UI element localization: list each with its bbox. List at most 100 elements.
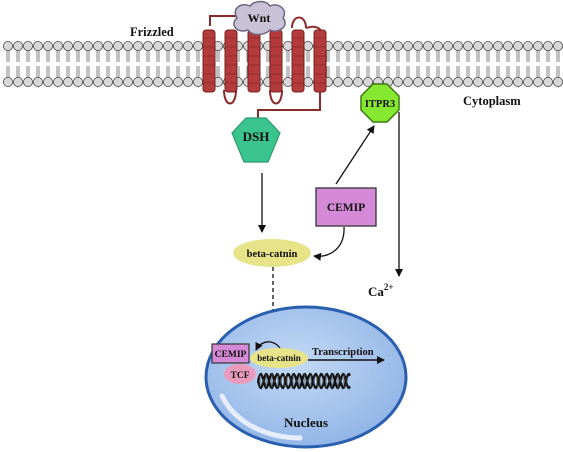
- nucleus-label: Nucleus: [284, 415, 328, 430]
- lipid-head: [362, 77, 373, 88]
- lipid-head: [452, 77, 463, 88]
- lipid-head: [462, 77, 473, 88]
- lipid-head: [302, 77, 313, 88]
- tcf-label: TCF: [231, 371, 250, 381]
- lipid-head: [83, 41, 94, 52]
- frizzled-intracellular-loop-1: [223, 89, 237, 105]
- lipid-head: [482, 77, 493, 88]
- lipid-head: [422, 41, 433, 52]
- lipid-head: [332, 77, 343, 88]
- lipid-head: [422, 77, 433, 88]
- lipid-head: [402, 41, 413, 52]
- arrow-cemip-to-itpr3: [335, 125, 375, 185]
- lipid-head: [103, 41, 114, 52]
- itpr3-label: ITPR3: [365, 99, 395, 110]
- lipid-head: [83, 77, 94, 88]
- lipid-head: [53, 41, 64, 52]
- lipid-head: [33, 41, 44, 52]
- cytoplasm-label: Cytoplasm: [463, 94, 521, 108]
- lipid-head: [472, 77, 483, 88]
- beta-catenin-label: beta-catnin: [247, 249, 298, 260]
- membrane-lipid-tails: [6, 50, 560, 78]
- nuclear-complex: TCF CEMIP beta-catnin Transcription: [211, 341, 385, 384]
- beta-catenin-ellipse: [233, 239, 311, 267]
- lipid-head: [103, 77, 114, 88]
- lipid-head: [182, 77, 193, 88]
- frizzled-helix: [224, 29, 238, 93]
- lipid-head: [523, 41, 534, 52]
- lipid-head: [402, 77, 413, 88]
- tcf-ellipse: [224, 364, 256, 384]
- lipid-head: [93, 77, 104, 88]
- lipid-head: [33, 77, 44, 88]
- dna-strand-2: [256, 372, 351, 390]
- lipid-head: [142, 41, 153, 52]
- lipid-head: [442, 77, 453, 88]
- lipid-head: [12, 77, 23, 88]
- lipid-head: [502, 77, 513, 88]
- cemip-box: [315, 187, 377, 227]
- cemip-cytoplasm: CEMIP: [315, 187, 377, 227]
- lipid-head: [123, 77, 134, 88]
- lipid-head: [412, 77, 423, 88]
- wnt-ligand: Wnt: [233, 0, 286, 36]
- lipid-head: [172, 41, 183, 52]
- lipid-head: [282, 41, 293, 52]
- lipid-head: [533, 77, 544, 88]
- frizzled-helix: [202, 29, 216, 93]
- lipid-head: [543, 41, 554, 52]
- nuclear-cemip-label: CEMIP: [215, 350, 247, 360]
- lipid-head: [553, 77, 563, 87]
- dna-helix: [256, 372, 351, 390]
- lipid-head: [142, 77, 153, 88]
- lipid-head: [472, 41, 483, 52]
- lipid-head: [282, 77, 293, 88]
- lipid-head: [53, 77, 64, 88]
- lipid-head: [123, 41, 134, 52]
- transcription-label: Transcription: [312, 347, 374, 358]
- nucleus-highlight: [219, 393, 303, 441]
- cemip-label: CEMIP: [327, 202, 365, 214]
- lipid-head: [43, 41, 54, 52]
- lipid-head: [492, 41, 503, 52]
- lipid-head: [352, 77, 363, 88]
- calcium-ion-label: Ca2+: [368, 282, 394, 299]
- wnt-blob: [233, 0, 286, 36]
- itpr3-channel: ITPR3: [360, 83, 400, 123]
- frizzled-c-terminal-tail: [257, 88, 321, 118]
- arrow-cemip-to-beta-catenin: [313, 226, 345, 261]
- lipid-head: [43, 77, 54, 88]
- frizzled-label: Frizzled: [130, 25, 174, 39]
- lipid-head: [132, 41, 143, 52]
- frizzled-helix: [291, 29, 305, 93]
- frizzled-extracellular-loop-2: [291, 16, 307, 29]
- dsh-shape: [231, 117, 281, 163]
- lipid-head: [3, 41, 13, 52]
- lipid-head: [152, 41, 163, 52]
- lipid-head: [492, 77, 503, 88]
- lipid-head: [63, 77, 74, 88]
- wnt-label: Wnt: [248, 11, 271, 25]
- lipid-head: [513, 77, 524, 88]
- lipid-head: [462, 41, 473, 52]
- lipid-head: [352, 41, 363, 52]
- beta-catenin-cytoplasm: beta-catnin: [233, 239, 311, 267]
- lipid-head: [152, 77, 163, 88]
- lipid-head: [192, 77, 203, 88]
- frizzled-helix: [313, 29, 327, 93]
- lipid-head: [342, 41, 353, 52]
- lipid-head: [412, 41, 423, 52]
- membrane-lipid-heads: [3, 41, 563, 88]
- lipid-head: [362, 41, 373, 52]
- lipid-head: [73, 41, 84, 52]
- dsh-label: DSH: [243, 129, 270, 144]
- lipid-head: [432, 41, 443, 52]
- lipid-head: [392, 41, 403, 52]
- lipid-head: [372, 41, 383, 52]
- lipid-head: [452, 41, 463, 52]
- lipid-head: [432, 77, 443, 88]
- lipid-head: [113, 77, 124, 88]
- lipid-head: [113, 41, 124, 52]
- nuclear-cemip-box: [211, 343, 250, 364]
